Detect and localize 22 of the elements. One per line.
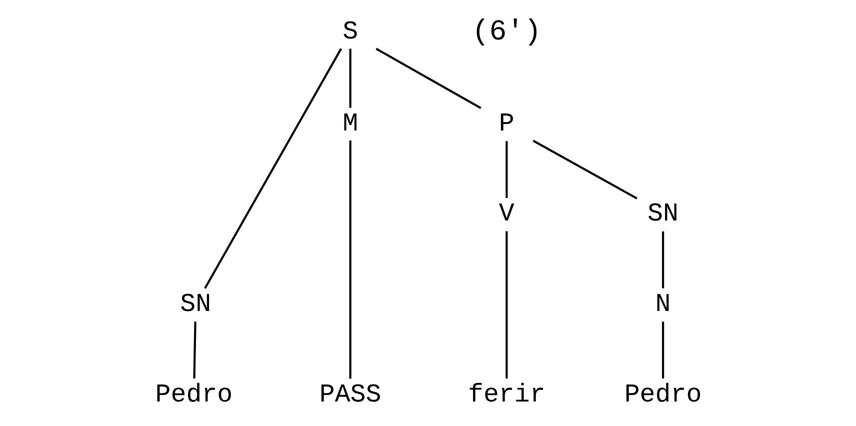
node-text: ferir	[467, 380, 545, 410]
connector	[505, 231, 508, 379]
node-text: PASS	[318, 380, 381, 410]
node-text: V	[498, 200, 514, 229]
node-text: M	[342, 109, 358, 138]
connector	[375, 48, 481, 109]
node-text: P	[498, 109, 514, 138]
connector	[532, 140, 637, 200]
connector	[192, 322, 196, 379]
node-text: SN	[180, 290, 211, 320]
node-text: S	[342, 18, 358, 47]
node-text: Pedro	[624, 380, 702, 410]
connector	[348, 48, 351, 108]
connector	[661, 231, 664, 288]
label: (6')	[471, 16, 541, 49]
node-text: SN	[647, 200, 678, 229]
node-text: Pedro	[154, 380, 232, 410]
connector	[505, 141, 508, 198]
node-text: N	[654, 290, 670, 320]
connector	[204, 48, 342, 289]
connector	[348, 140, 351, 379]
connector	[661, 322, 664, 379]
